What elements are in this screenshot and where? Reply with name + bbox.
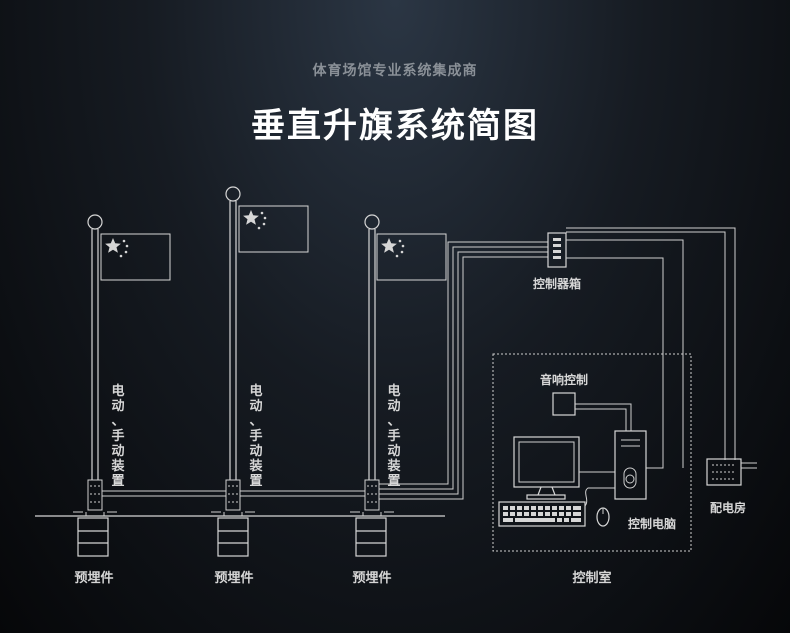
device-label-text: 电动、手动装置 xyxy=(386,383,400,489)
embedded-part-label-3: 预埋件 xyxy=(352,570,391,586)
audio-control-box xyxy=(552,392,632,431)
mouse-icon xyxy=(596,507,610,527)
control-box-label: 控制器箱 xyxy=(533,276,581,291)
device-label-1: 电动、手动装置 xyxy=(110,383,124,489)
flag-icon xyxy=(100,233,171,281)
flag-icon xyxy=(376,233,447,281)
keyboard-icon xyxy=(498,487,615,527)
pole-top-ball xyxy=(225,186,241,202)
pole-top-ball xyxy=(364,214,380,230)
embedded-part-label-2: 预埋件 xyxy=(214,570,253,586)
audio-control-label: 音响控制 xyxy=(540,372,588,387)
control-cables xyxy=(379,241,548,500)
embedded-part-label-1: 预埋件 xyxy=(74,570,113,586)
control-box xyxy=(547,227,736,469)
pole-top-ball xyxy=(87,214,103,230)
pole-cables xyxy=(102,490,365,497)
flagpole-3 xyxy=(350,214,447,557)
flag-icon xyxy=(238,205,309,253)
control-room-label: 控制室 xyxy=(572,570,611,586)
computer-monitor-icon xyxy=(513,436,615,500)
computer-tower-icon xyxy=(614,430,647,500)
power-room-label: 配电房 xyxy=(710,500,746,515)
device-label-text: 电动、手动装置 xyxy=(110,383,124,489)
flagpole-2 xyxy=(211,186,309,557)
device-label-text: 电动、手动装置 xyxy=(248,383,262,489)
subtitle: 体育场馆专业系统集成商 xyxy=(312,63,478,79)
control-computer-label: 控制电脑 xyxy=(628,516,676,531)
device-label-3: 电动、手动装置 xyxy=(386,383,400,489)
control-room-border xyxy=(492,353,692,552)
device-label-2: 电动、手动装置 xyxy=(248,383,262,489)
power-room-box xyxy=(706,458,757,486)
flagpole-1 xyxy=(73,214,171,557)
page-title: 垂直升旗系统简图 xyxy=(251,106,539,146)
